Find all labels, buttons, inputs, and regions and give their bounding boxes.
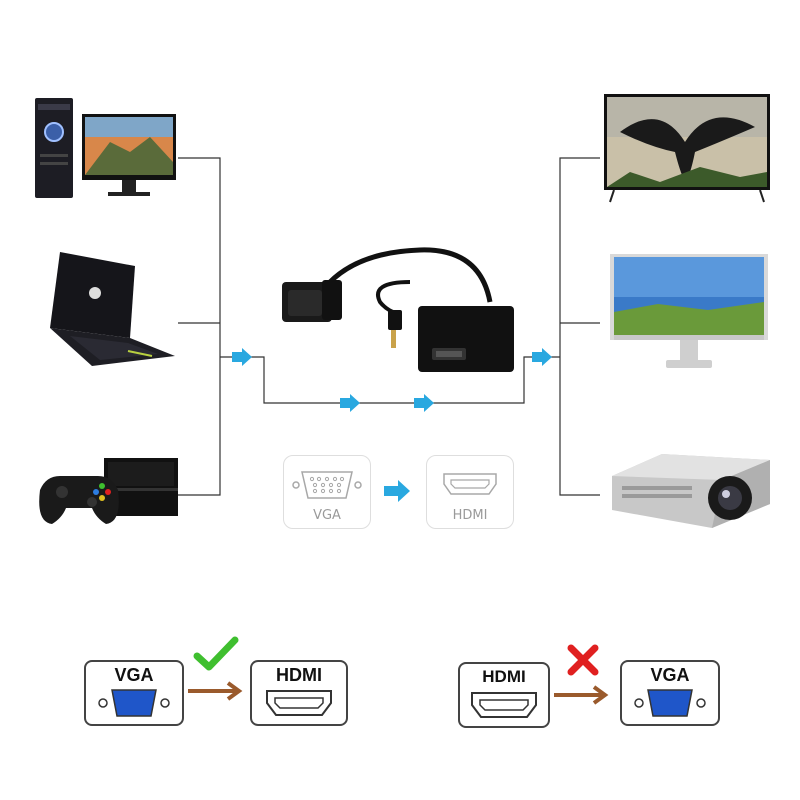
arrow-icon bbox=[414, 394, 434, 412]
vga-port-icon bbox=[98, 689, 170, 717]
vga-badge: VGA bbox=[84, 660, 184, 726]
arrow-icon bbox=[532, 348, 552, 366]
hdmi-port-icon bbox=[443, 473, 497, 495]
vga-port-card: VGA bbox=[283, 455, 371, 529]
monitor-icon bbox=[610, 254, 768, 368]
vga-label: VGA bbox=[313, 508, 341, 523]
hdmi-port-icon bbox=[266, 690, 332, 716]
hdmi-badge: HDMI bbox=[250, 660, 348, 726]
laptop-icon bbox=[50, 252, 175, 366]
arrow-icon bbox=[384, 480, 410, 502]
check-icon bbox=[193, 636, 239, 671]
vga-badge-label: VGA bbox=[650, 665, 690, 685]
arrow-icon bbox=[232, 348, 252, 366]
hdmi-badge: HDMI bbox=[458, 662, 550, 728]
vga-to-hdmi-adapter bbox=[282, 247, 514, 372]
cross-icon bbox=[567, 644, 599, 676]
hdmi-port-card: HDMI bbox=[426, 455, 514, 529]
hdmi-port-icon bbox=[471, 692, 537, 718]
vga-port-icon bbox=[634, 689, 706, 717]
vga-badge: VGA bbox=[620, 660, 720, 726]
projector-icon bbox=[612, 454, 770, 528]
game-console-icon bbox=[39, 458, 178, 524]
desktop-pc-icon bbox=[35, 98, 176, 198]
vga-port-icon bbox=[292, 471, 362, 499]
tv-icon bbox=[604, 94, 770, 203]
hdmi-badge-label: HDMI bbox=[276, 665, 322, 685]
hdmi-label: HDMI bbox=[452, 508, 488, 523]
arrow-icon bbox=[188, 681, 243, 701]
arrow-icon bbox=[554, 685, 609, 705]
vga-badge-label: VGA bbox=[114, 665, 154, 685]
hdmi-badge-label: HDMI bbox=[482, 667, 526, 686]
blue-arrows bbox=[232, 348, 552, 412]
arrow-icon bbox=[340, 394, 360, 412]
